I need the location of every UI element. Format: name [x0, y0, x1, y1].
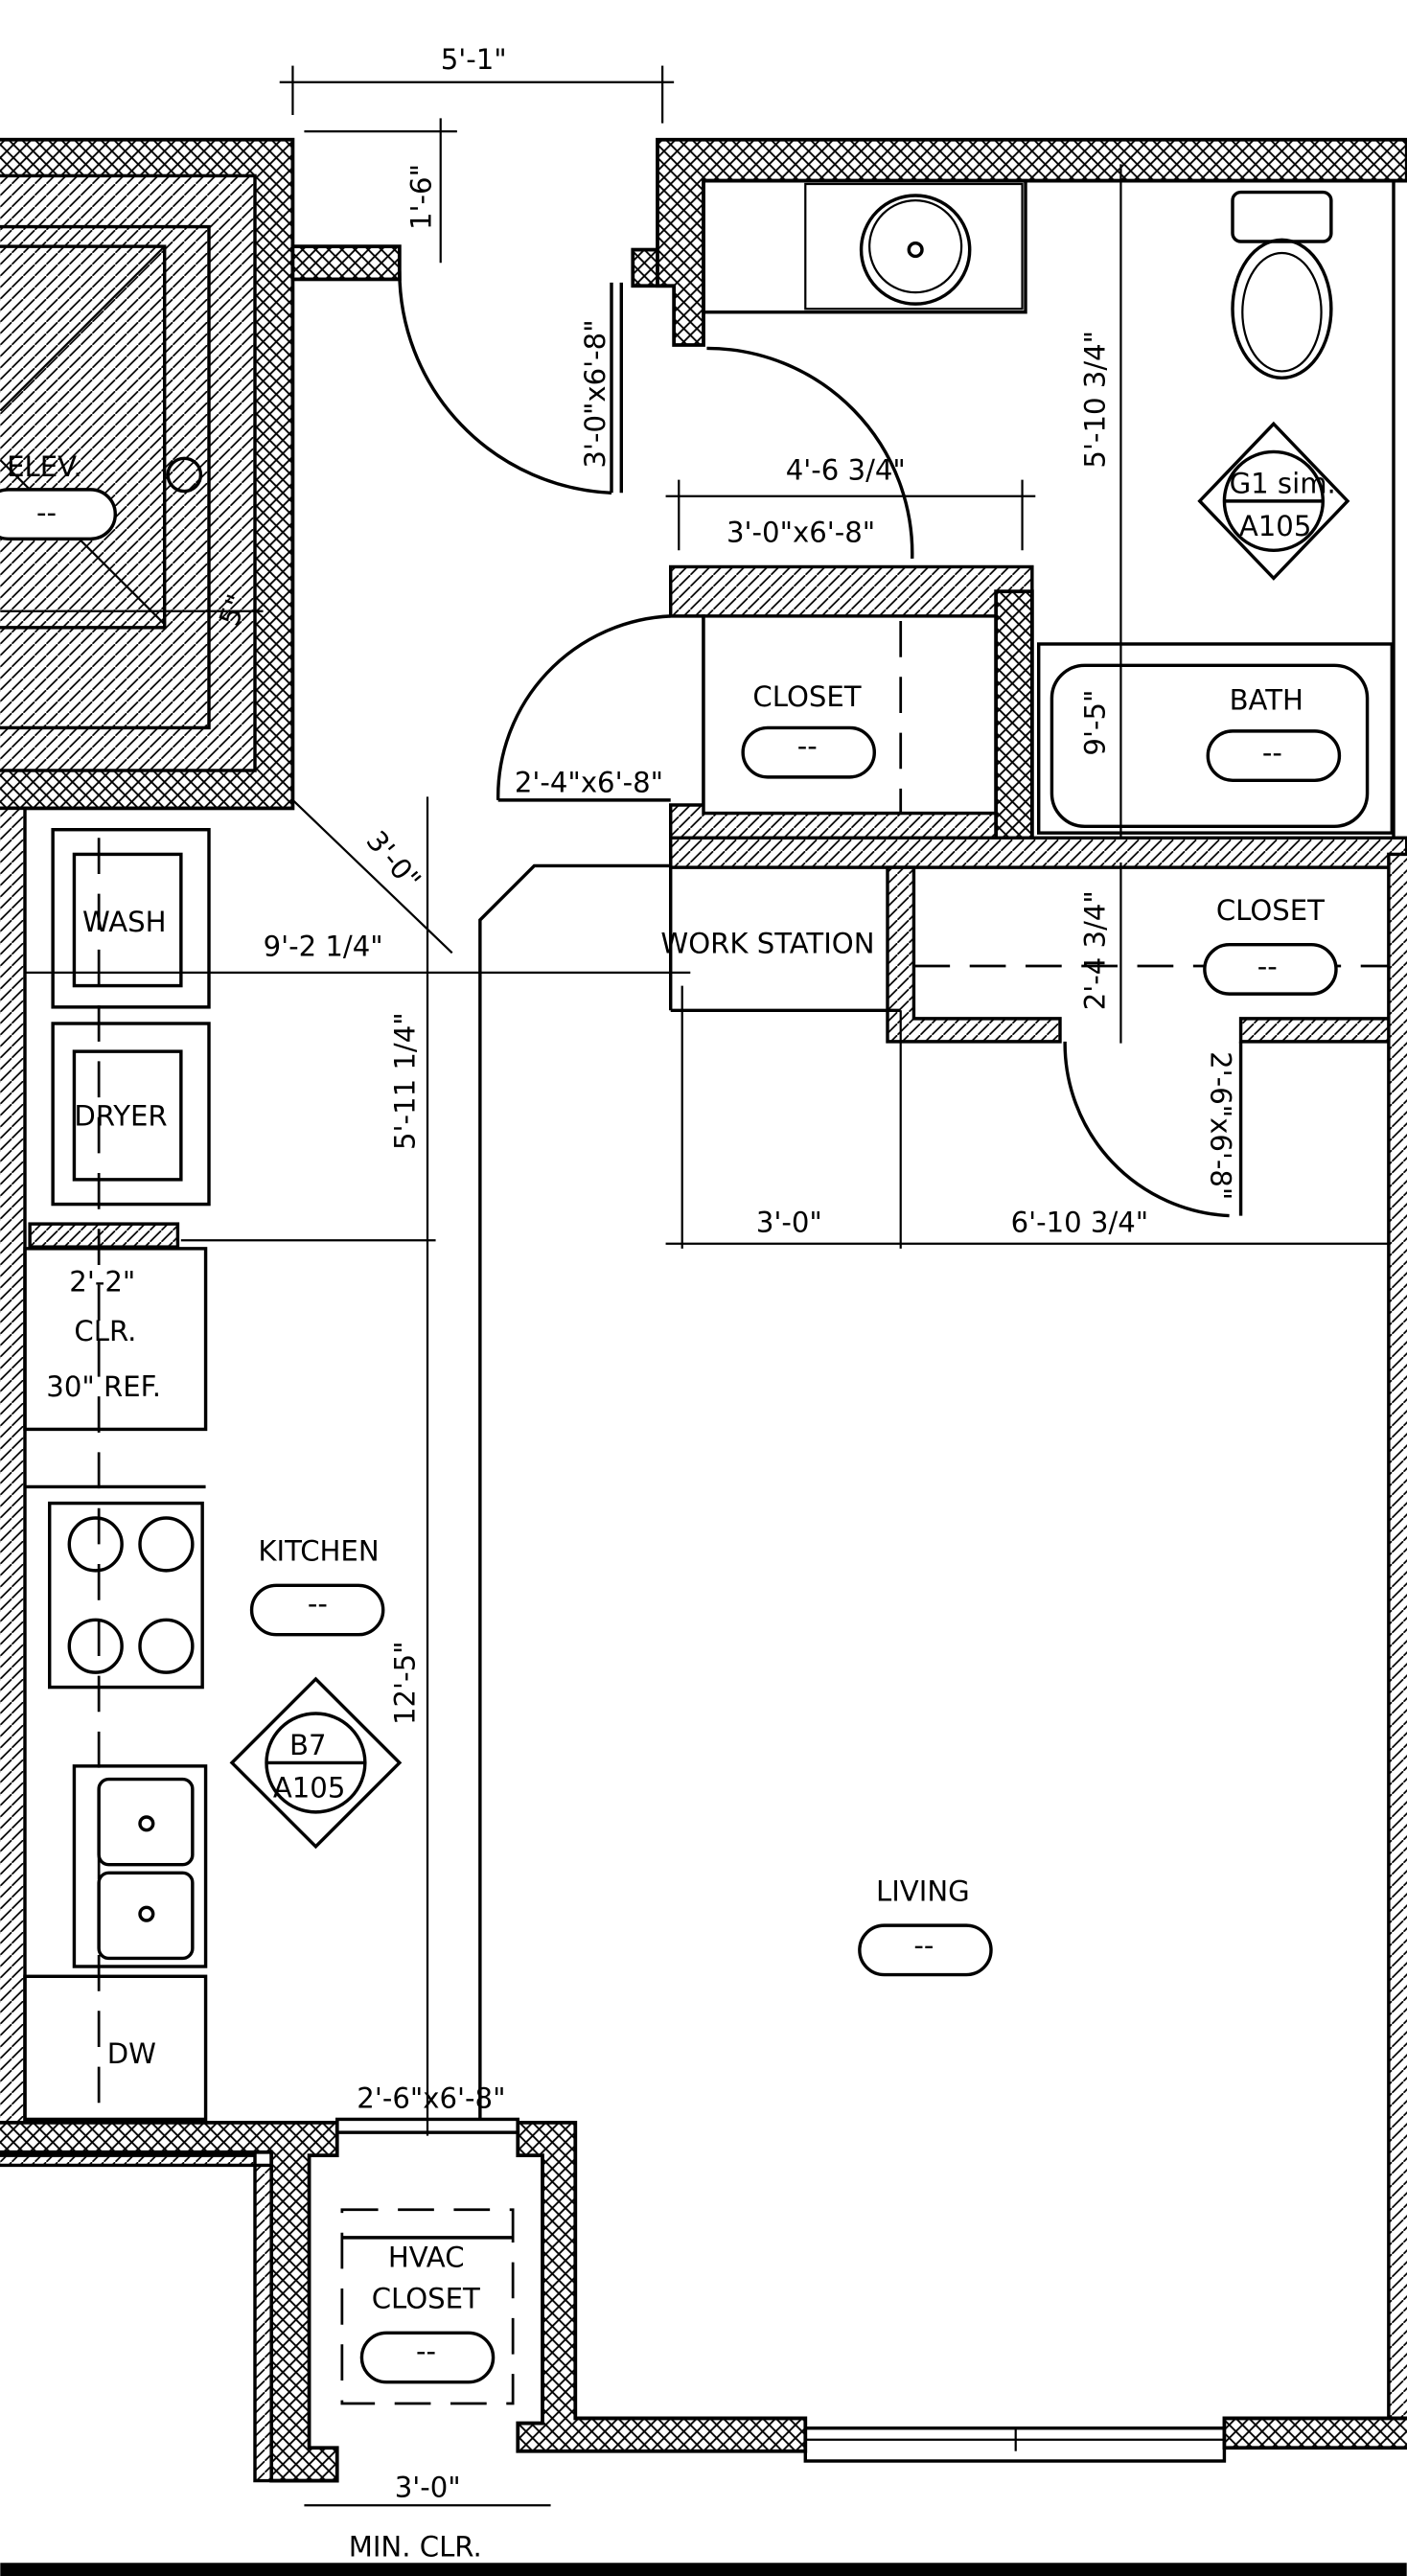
room-label-hvac: HVAC [388, 2242, 465, 2274]
room-label-living: LIVING [876, 1874, 970, 1907]
room-label-work-station: WORK STATION [660, 927, 874, 959]
dim-hvac-door: 2'-6"x6'-8" [357, 2082, 505, 2114]
dim-diagonal: 3'-0" [359, 824, 427, 896]
room-tag-bath: -- [1262, 736, 1282, 769]
dim-closet2-depth: 2'-4 3/4" [1078, 890, 1111, 1010]
svg-text:A105: A105 [1239, 510, 1312, 542]
toilet-tank-icon [1231, 190, 1333, 243]
dim-entry-width: 5'-1" [279, 43, 675, 124]
room-label-bath: BATH [1230, 684, 1303, 717]
room-tag-kitchen: -- [308, 1587, 328, 1620]
dim-bath-depth: 5'-10 3/4" [1078, 331, 1111, 469]
appliance-washer: WASH [82, 906, 167, 938]
dim-hvac-clr-label: MIN. CLR. [349, 2530, 482, 2563]
room-label-elevator: ELEV. [7, 450, 81, 483]
dim-hvac-clr: 3'-0" [395, 2472, 461, 2504]
burner-icon [138, 1516, 195, 1573]
room-tag-elevator: -- [36, 496, 57, 529]
dim-hall-width: 9'-2 1/4" [264, 931, 383, 963]
callout-bath-detail: G1 sim. A105 [1197, 421, 1350, 581]
room-tag-closet-1: -- [797, 730, 818, 763]
burner-icon [67, 1516, 124, 1573]
burner-icon [67, 1618, 124, 1674]
fridge-clr-label: CLR. [74, 1315, 136, 1347]
room-label-kitchen: KITCHEN [258, 1535, 379, 1568]
room-tag-living: -- [913, 1929, 934, 1962]
sink-drain-icon [907, 241, 924, 259]
dim-closet2-door: 2'-6"x6'-8" [1205, 1051, 1237, 1200]
sink-basin-icon [97, 1777, 195, 1867]
svg-text:G1 sim.: G1 sim. [1230, 467, 1336, 499]
elevator-button-icon [166, 456, 203, 494]
dim-tub: 9'-5" [1078, 690, 1111, 756]
appliance-fridge: 30" REF. [46, 1370, 161, 1403]
dim-closet-door: 2'-4"x6'-8" [515, 766, 663, 798]
dim-bath-width: 4'-6 3/4" 3'-0"x6'-8" [665, 454, 1036, 551]
closet-1: CLOSET -- 2'-4"x6'-8" [496, 564, 1034, 857]
border-bar [0, 2563, 1407, 2576]
dim-work-width: 3'-0" [756, 1207, 822, 1239]
svg-text:B7: B7 [289, 1729, 327, 1761]
dim-kitchen-length: 12'-5" [388, 1641, 421, 1725]
window [803, 2426, 1227, 2463]
sink-basin-icon [97, 1871, 195, 1961]
room-tag-hvac: -- [416, 2334, 436, 2367]
dim-work-right: 6'-10 3/4" [1011, 1207, 1149, 1239]
work-station: WORK STATION 3'-0" 6'-10 3/4" [478, 854, 1407, 2120]
closet-2: CLOSET -- 2'-4 3/4" 2'-6"x6'-8" [669, 836, 1407, 1218]
bathroom: BATH -- G1 sim. A105 5'-10 3/4" 9'-5" [656, 137, 1407, 862]
room-label-closet-2: CLOSET [1216, 894, 1325, 927]
dim-laundry-depth: 5'-11 1/4" [388, 1012, 421, 1150]
elevator-shaft: ELEV. -- 5" [0, 137, 295, 811]
room-label-hvac-closet: CLOSET [372, 2283, 480, 2315]
appliance-dishwasher: DW [107, 2037, 156, 2070]
room-label-closet-1: CLOSET [752, 680, 861, 713]
appliance-dryer: DRYER [74, 1099, 167, 1132]
toilet-bowl-icon [1231, 238, 1333, 380]
entry-door [398, 270, 623, 494]
fridge-clearance: 2'-2" [69, 1265, 135, 1298]
kitchen-appliances: WASH DRYER 2'-2" CLR. 30" REF. DW KITCHE… [23, 828, 403, 2122]
svg-text:4'-6 3/4": 4'-6 3/4" [786, 454, 906, 487]
burner-icon [138, 1618, 195, 1674]
svg-text:5'-1": 5'-1" [441, 43, 507, 76]
svg-text:1'-6": 1'-6" [404, 164, 437, 230]
callout-kitchen-detail: B7 A105 [229, 1676, 403, 1850]
room-tag-closet-2: -- [1257, 950, 1278, 982]
svg-text:A105: A105 [273, 1771, 346, 1804]
dim-bath-door: 3'-0"x6'-8" [727, 517, 875, 549]
dim-entry-depth: 1'-6" [304, 118, 457, 264]
hvac-closet: HVAC CLOSET -- 2'-6"x6'-8" 3'-0" MIN. CL… [0, 2082, 808, 2563]
dim-entry-door: 3'-0"x6'-8" [579, 319, 611, 468]
